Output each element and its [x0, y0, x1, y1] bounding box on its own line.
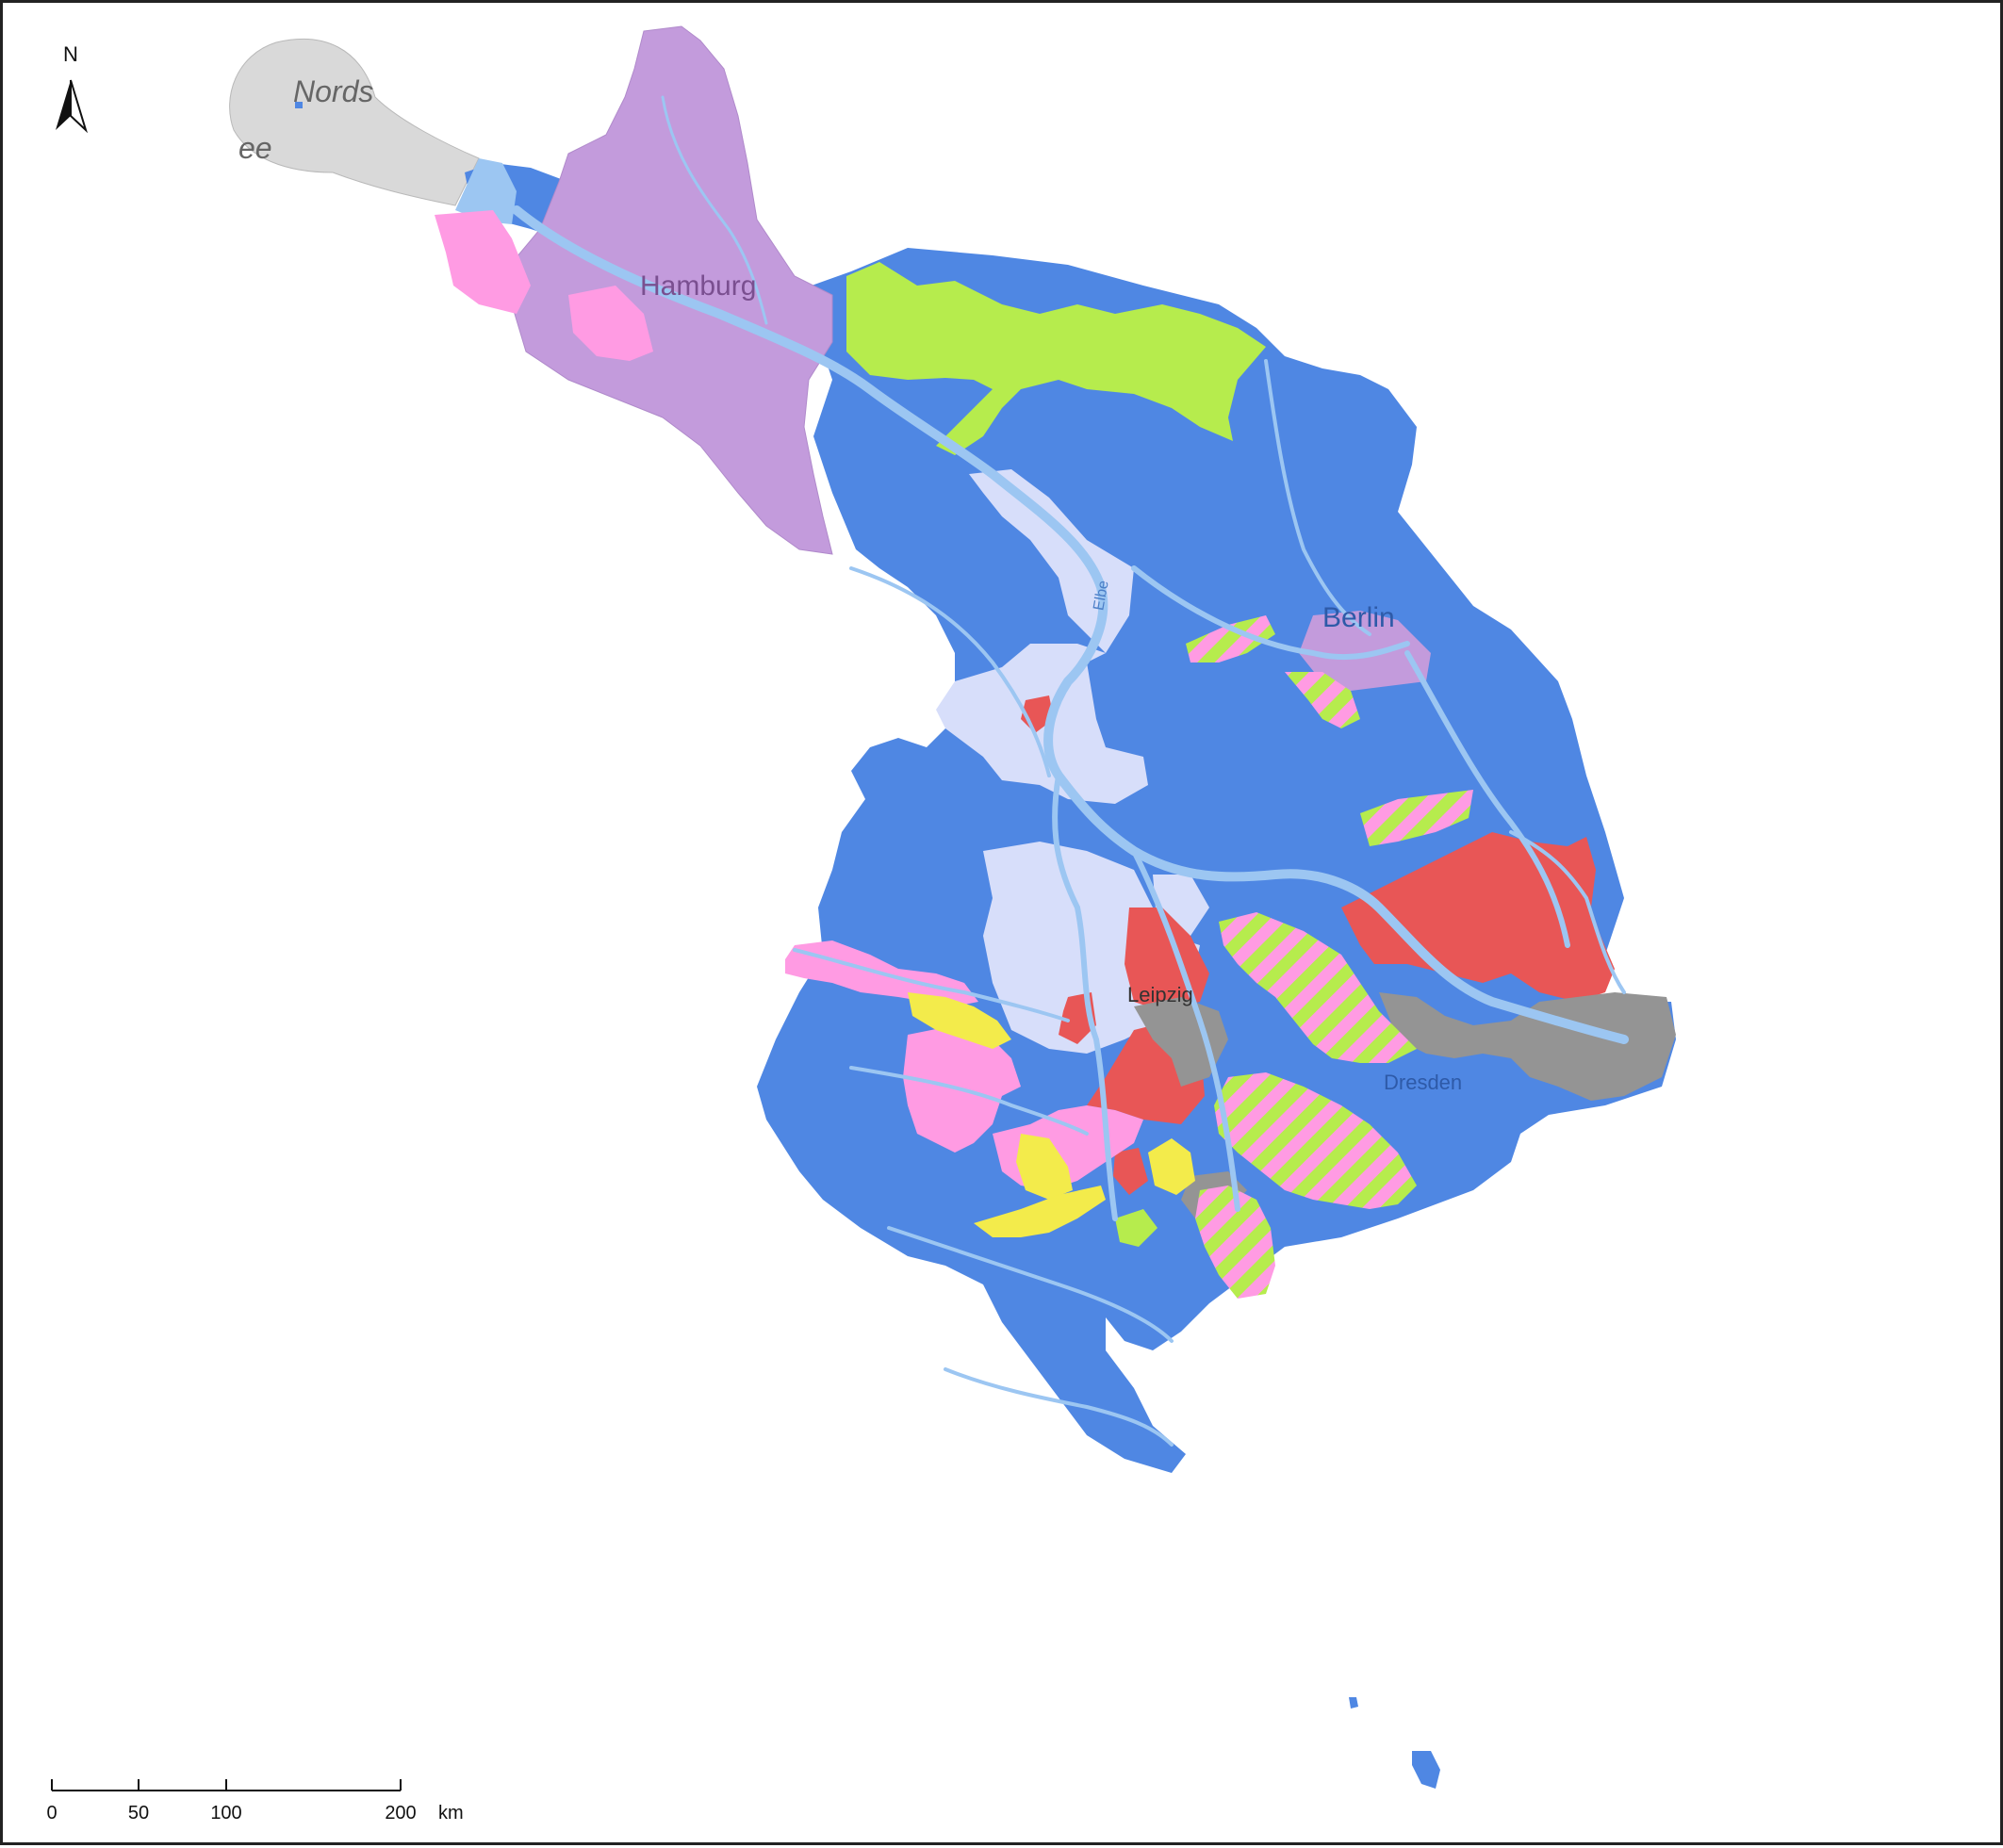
label-dresden: Dresden [1384, 1071, 1463, 1094]
river-trib-3 [887, 1226, 1174, 1343]
region-yellow-3 [974, 1186, 1106, 1237]
basin-fragment-1 [1412, 1751, 1440, 1789]
estuary [455, 158, 517, 224]
region-hatched-east [1360, 790, 1473, 846]
north-label: N [63, 42, 78, 66]
region-red-small-3 [1113, 1148, 1148, 1195]
region-yellow-2 [1016, 1134, 1073, 1200]
region-yellow-4 [1148, 1138, 1195, 1195]
scale-tick-200: 200 [385, 1803, 417, 1823]
region-lime-north [846, 262, 1266, 455]
region-lavender-upper [936, 469, 1148, 804]
river-mulde [1131, 848, 1240, 1212]
river-trib-2 [849, 1066, 1089, 1136]
scale-bar: 0 50 100 200 km [46, 1774, 463, 1831]
north-sea-area [229, 39, 480, 206]
river-network [512, 95, 1629, 1447]
region-pink-west [435, 210, 531, 314]
scale-tick-0: 0 [46, 1803, 57, 1823]
river-trib-1 [793, 948, 1070, 1022]
label-berlin: Berlin [1322, 602, 1395, 633]
basin-fragment-3 [295, 102, 303, 108]
region-grey-leipzig [1134, 997, 1228, 1087]
basin-fragment-2 [1349, 1697, 1358, 1709]
region-grey-dresden [1379, 992, 1676, 1101]
region-pink-hamburg [568, 286, 653, 361]
region-yellow-1 [908, 992, 1011, 1049]
river-trib-6 [1509, 830, 1626, 994]
region-hatched-berlin-south [1285, 672, 1360, 728]
label-north-sea-1: Nords [293, 74, 374, 108]
elbe-basin-map [51, 25, 1676, 1791]
scale-bar-graphic [51, 1779, 402, 1791]
region-hatched-southwest [1195, 1186, 1275, 1299]
region-hatched-south [1214, 1072, 1417, 1209]
north-arrow-icon [56, 79, 89, 134]
region-hatched-berlin-west [1186, 615, 1275, 662]
scale-tick-50: 50 [127, 1803, 150, 1823]
region-purple-hamburg [511, 25, 833, 555]
river-trib-4 [849, 566, 1051, 777]
river-saale [1052, 773, 1118, 1221]
river-spree [1404, 650, 1570, 948]
region-purple-berlin [1299, 611, 1431, 691]
region-hatched-center [1219, 912, 1417, 1063]
scale-tick-100: 100 [210, 1803, 242, 1823]
river-trib-7 [944, 1367, 1174, 1447]
river-elbe [512, 205, 1629, 1044]
river-havel [1131, 565, 1410, 661]
label-north-sea-2: ee [238, 131, 272, 165]
river-trib-5 [1264, 359, 1371, 636]
label-hamburg: Hamburg [640, 270, 757, 302]
scale-unit: km [438, 1803, 464, 1823]
north-indicator: N [50, 44, 91, 65]
river-trib-8 [661, 95, 768, 325]
region-lime-south [1115, 1209, 1157, 1247]
label-leipzig: Leipzig [1127, 983, 1193, 1006]
